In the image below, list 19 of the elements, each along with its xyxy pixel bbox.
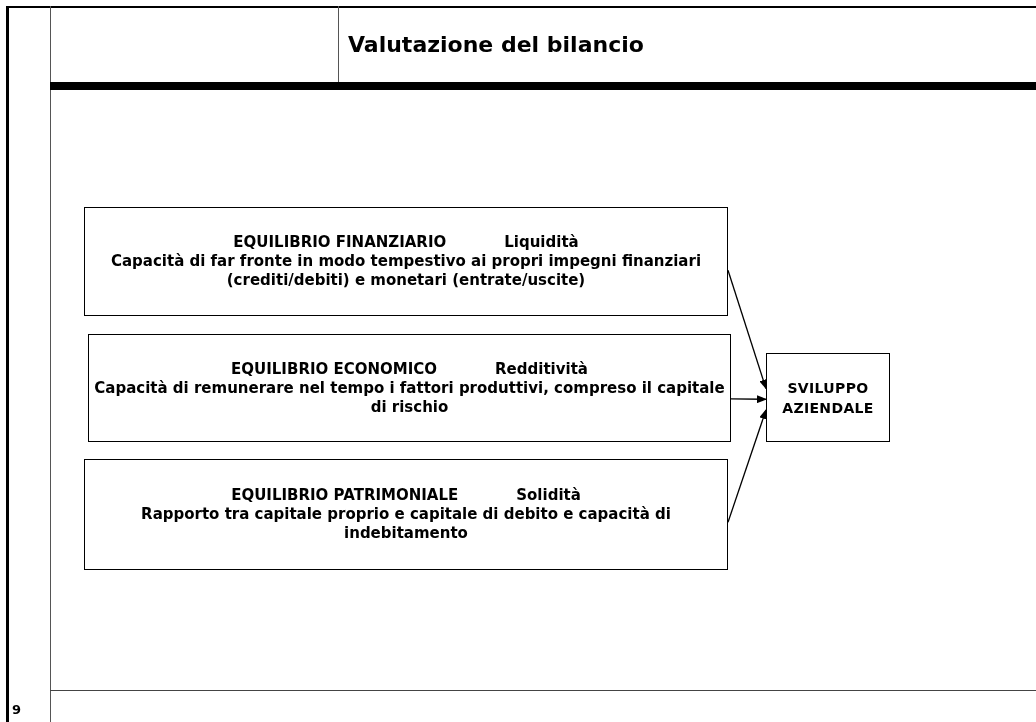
arrow bbox=[730, 395, 767, 404]
box-description: Capacità di far fronte in modo tempestivo ai propri impegni finanziari (crediti/debiti) e monetari (entrate/uscite) bbox=[109, 252, 703, 290]
process-box bbox=[84, 207, 728, 316]
title: Valutazione del bilancio bbox=[348, 31, 644, 59]
box-description: Rapporto tra capitale proprio e capitale di debito e capacità di indebitamento bbox=[140, 505, 672, 543]
box-text: SVILUPPO AZIENDALE bbox=[781, 378, 875, 418]
box-keyword: Redditività bbox=[495, 359, 588, 379]
box-description: Capacità di remunerare nel tempo i fattori produttivi, compreso il capitale di rischio bbox=[93, 378, 726, 417]
box-heading: EQUILIBRIO FINANZIARIO bbox=[233, 233, 447, 252]
arrow bbox=[727, 269, 768, 390]
arrow bbox=[727, 409, 767, 523]
box-heading: EQUILIBRIO ECONOMICO bbox=[231, 359, 438, 379]
box-keyword: Liquidità bbox=[504, 233, 579, 252]
result-box bbox=[766, 353, 890, 442]
page-number: 9 bbox=[12, 703, 22, 716]
box-heading: EQUILIBRIO PATRIMONIALE bbox=[231, 486, 459, 505]
process-box bbox=[84, 459, 728, 570]
process-box bbox=[88, 334, 731, 442]
box-keyword: Solidità bbox=[516, 486, 581, 505]
